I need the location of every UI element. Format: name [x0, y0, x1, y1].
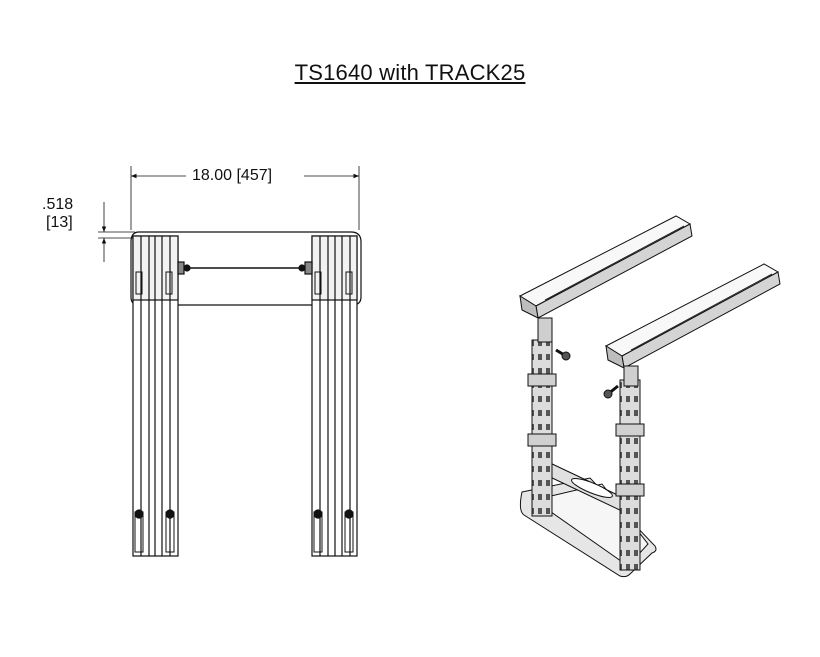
left-leg — [132, 235, 185, 557]
isometric-view — [518, 215, 781, 578]
height-dimension-inch-label: .518 — [42, 196, 74, 213]
front-view — [98, 166, 362, 557]
height-dimension-mm-label: [13] — [46, 214, 73, 231]
right-leg — [304, 235, 358, 557]
width-dimension-label: 18.00 [457] — [192, 167, 273, 184]
drawing-title: TS1640 with TRACK25 — [294, 60, 526, 85]
